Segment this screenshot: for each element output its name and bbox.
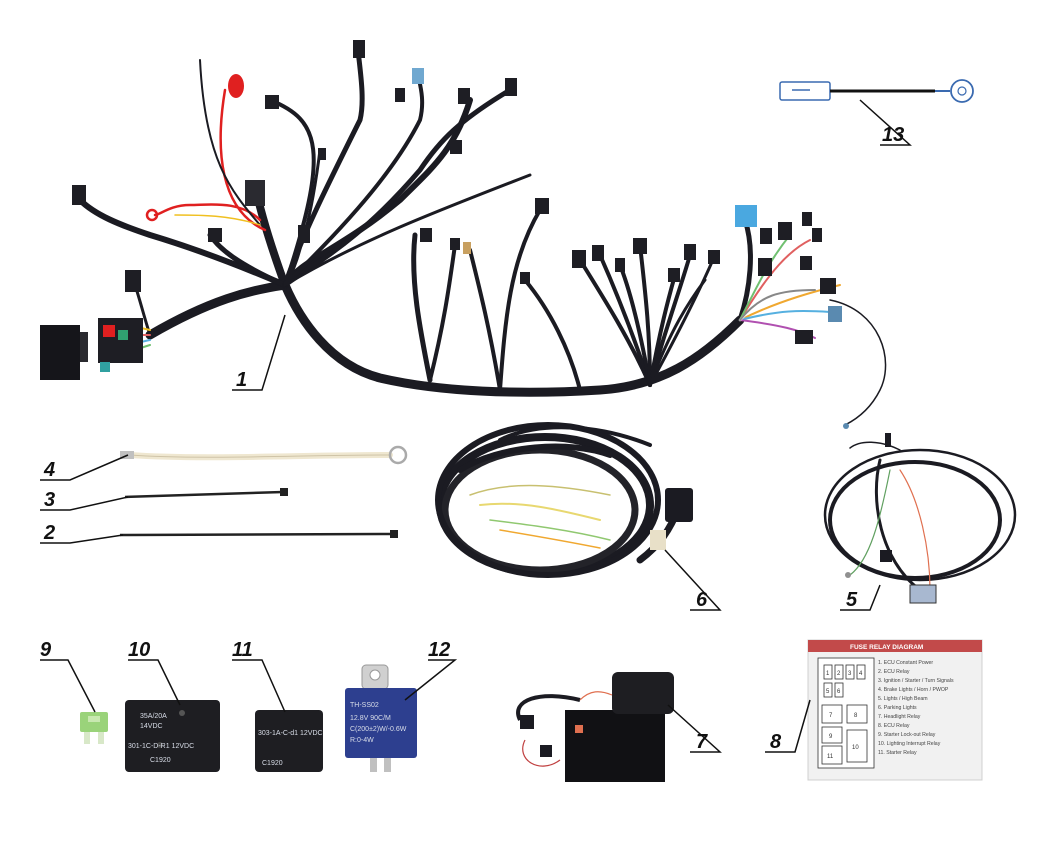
fuse-item-2: 2. ECU Relay (878, 669, 910, 675)
cable-tie-short (124, 488, 288, 499)
auxiliary-harness (823, 433, 1017, 604)
callout-13: 13 (882, 124, 904, 146)
fuse-item-11: 11. Starter Relay (878, 750, 917, 756)
relay-11: 303-1A-C-d1 12VDC C1920 (255, 710, 323, 772)
fuse-box-6: 6 (837, 689, 841, 695)
fuse-item-7: 7. Headlight Relay (878, 714, 921, 720)
callout-numbers: 1 13 4 3 2 6 5 9 10 11 12 7 8 (40, 124, 904, 753)
fuse-box-7: 7 (829, 713, 833, 719)
fuse-item-4: 4. Brake Lights / Horn / PWOP (878, 687, 949, 693)
fuse-item-8: 8. ECU Relay (878, 723, 910, 729)
relay-10-line3: 301-1C-D-R1 12VDC (128, 743, 194, 750)
relay-box (516, 672, 674, 782)
callout-11: 11 (232, 639, 253, 661)
coiled-harness (435, 422, 693, 578)
fuse-box-10: 10 (852, 745, 859, 751)
callout-10: 10 (128, 639, 150, 661)
fuse-diagram-title: FUSE RELAY DIAGRAM (850, 644, 923, 651)
callout-5: 5 (846, 589, 858, 611)
fuse-relay-diagram: FUSE RELAY DIAGRAM 1 2 3 4 5 6 7 8 9 10 … (807, 639, 983, 781)
callout-7: 7 (696, 731, 708, 753)
callouts (40, 99, 912, 753)
relay-11-line2: C1920 (262, 760, 283, 767)
fuse-item-3: 3. Ignition / Starter / Turn Signals (878, 678, 954, 684)
relay-12-line3: C(200±2)W/-0.6W (350, 726, 407, 733)
callout-8: 8 (770, 731, 782, 753)
callout-2: 2 (43, 522, 55, 544)
harness-connectors (40, 40, 849, 429)
fuse-box-9: 9 (829, 734, 833, 740)
blade-fuse (80, 712, 108, 744)
relay-12-line2: 12.8V 90C/M (350, 715, 391, 722)
fuse-item-6: 6. Parking Lights (878, 705, 917, 711)
callout-6: 6 (696, 589, 708, 611)
fuse-box-2: 2 (837, 671, 841, 677)
ground-strap (120, 445, 408, 465)
relay-11-line1: 303-1A-C-d1 12VDC (258, 730, 323, 737)
fuse-box-1: 1 (826, 671, 830, 677)
relay-12-line1: TH-SS02 (350, 702, 379, 709)
callout-12: 12 (428, 639, 450, 661)
fuse-box-3: 3 (848, 671, 852, 677)
relay-12: TH-SS02 12.8V 90C/M C(200±2)W/-0.6W R:0-… (345, 664, 417, 772)
relay-10-line4: C1920 (150, 757, 171, 764)
fuse-item-5: 5. Lights / High Beam (878, 696, 928, 702)
fuse-box-4: 4 (859, 671, 863, 677)
ground-cable (779, 79, 974, 103)
fuse-item-10: 10. Lighting Interrupt Relay (878, 741, 941, 747)
fuse-item-9: 9. Starter Lock-out Relay (878, 732, 936, 738)
fuse-box-5: 5 (826, 689, 830, 695)
fuse-item-1: 1. ECU Constant Power (878, 660, 933, 666)
cable-tie-long (119, 530, 398, 538)
relay-10-line1: 35A/20A (140, 713, 167, 720)
relay-10: 35A/20A 14VDC 301-1C-D-R1 12VDC C1920 (125, 700, 220, 772)
relay-10-line2: 14VDC (140, 723, 163, 730)
callout-3: 3 (44, 489, 55, 511)
fuse-box-8: 8 (854, 713, 858, 719)
callout-1: 1 (236, 369, 247, 391)
callout-4: 4 (43, 459, 55, 481)
fuse-box-11: 11 (827, 754, 834, 760)
callout-9: 9 (40, 639, 52, 661)
relay-12-line4: R:0-4W (350, 737, 374, 744)
